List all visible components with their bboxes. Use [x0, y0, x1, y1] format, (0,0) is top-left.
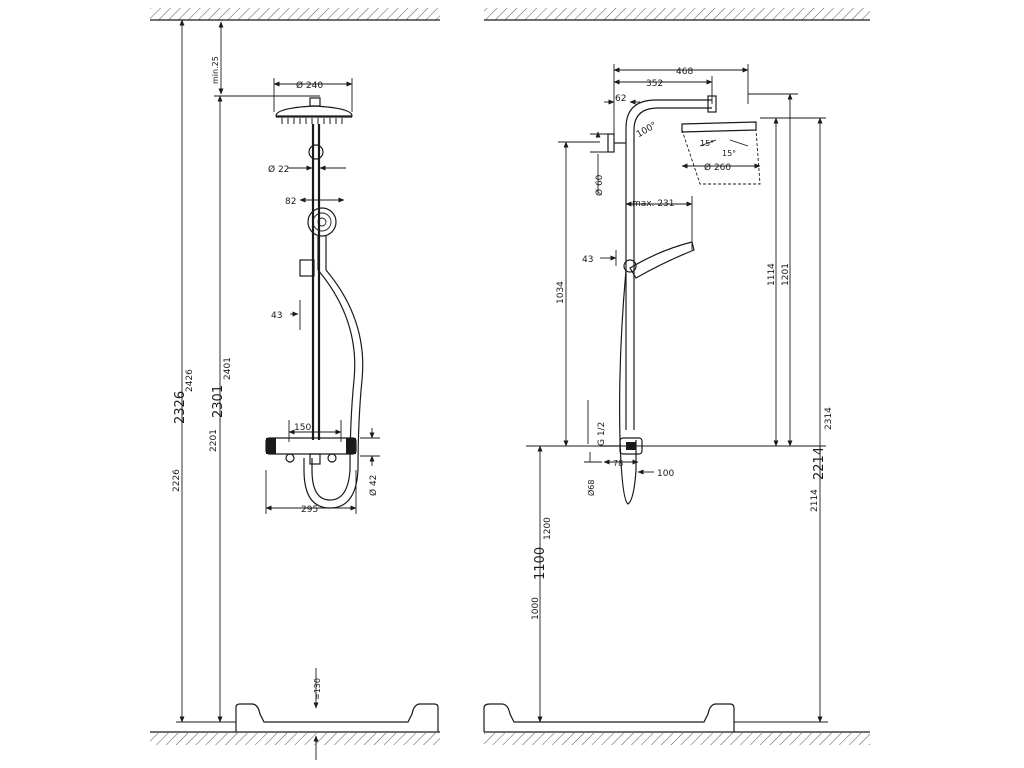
dim-62: 62: [615, 94, 626, 104]
side-floor: [483, 703, 870, 745]
slider-holder: [299, 259, 315, 277]
dim-d22: Ø 22: [268, 164, 289, 175]
dim-g12: G 1/2: [597, 422, 607, 446]
dim-2401: 2401: [223, 357, 233, 380]
hand-shower: [307, 207, 337, 270]
overhead-shower: [275, 97, 353, 124]
dim-78: 78: [613, 459, 623, 468]
dim-2314: 2314: [824, 407, 834, 430]
front-ceiling: [150, 8, 440, 21]
wall-bracket: [308, 144, 324, 160]
dim-max231: max. 231: [632, 199, 675, 209]
dim-15a: 15°: [700, 139, 714, 148]
side-view: 468 352 62 100° 15° 15° Ø 260: [483, 8, 870, 745]
overhead-shower-side: [681, 121, 761, 185]
dim-2426: 2426: [185, 369, 195, 392]
front-floor: [150, 703, 440, 745]
dim-1200: 1200: [543, 517, 553, 540]
dim-2326: 2326: [173, 391, 188, 424]
dim-d240: Ø 240: [296, 80, 323, 91]
front-view: 2226 2326 2426 2201 2301 2401 min.25 Ø 2…: [150, 8, 440, 760]
dim-295: 295: [301, 505, 318, 515]
dim-d42: Ø 42: [368, 475, 379, 496]
hand-shower-side: [623, 241, 695, 279]
dim-1114: 1114: [767, 263, 777, 286]
dim-15b: 15°: [722, 149, 736, 158]
dim-1000: 1000: [531, 597, 541, 620]
dim-2226: 2226: [172, 469, 182, 492]
dim-2301: 2301: [211, 385, 226, 418]
front-height-dims: [176, 19, 320, 723]
dim-min25: min.25: [211, 56, 220, 84]
dim-d60: Ø 60: [594, 174, 605, 196]
dim-1201: 1201: [781, 263, 791, 286]
dim-82: 82: [285, 197, 296, 207]
dim-352: 352: [646, 79, 663, 89]
dim-150: 150: [294, 423, 311, 433]
dim-2214: 2214: [812, 447, 827, 480]
dim-d260: Ø 260: [704, 162, 731, 173]
side-wall-bracket: [607, 133, 626, 153]
dim-1100: 1100: [533, 547, 548, 580]
dim-d68: Ø68: [586, 480, 596, 496]
dim-468: 468: [676, 67, 693, 77]
dim-1034: 1034: [556, 281, 566, 304]
dim-100deg: 100°: [635, 121, 659, 141]
side-ceiling: [484, 8, 870, 21]
dim-43: 43: [271, 311, 282, 321]
shower-hose: [311, 269, 356, 501]
dim-2114: 2114: [810, 489, 820, 512]
dim-2201: 2201: [209, 429, 219, 452]
dim-100: 100: [657, 469, 674, 479]
overhead-arm: [625, 95, 717, 430]
dim-43-side: 43: [582, 255, 593, 265]
dim-130: ≈130: [313, 678, 322, 700]
thermostat-mixer: [265, 437, 357, 465]
